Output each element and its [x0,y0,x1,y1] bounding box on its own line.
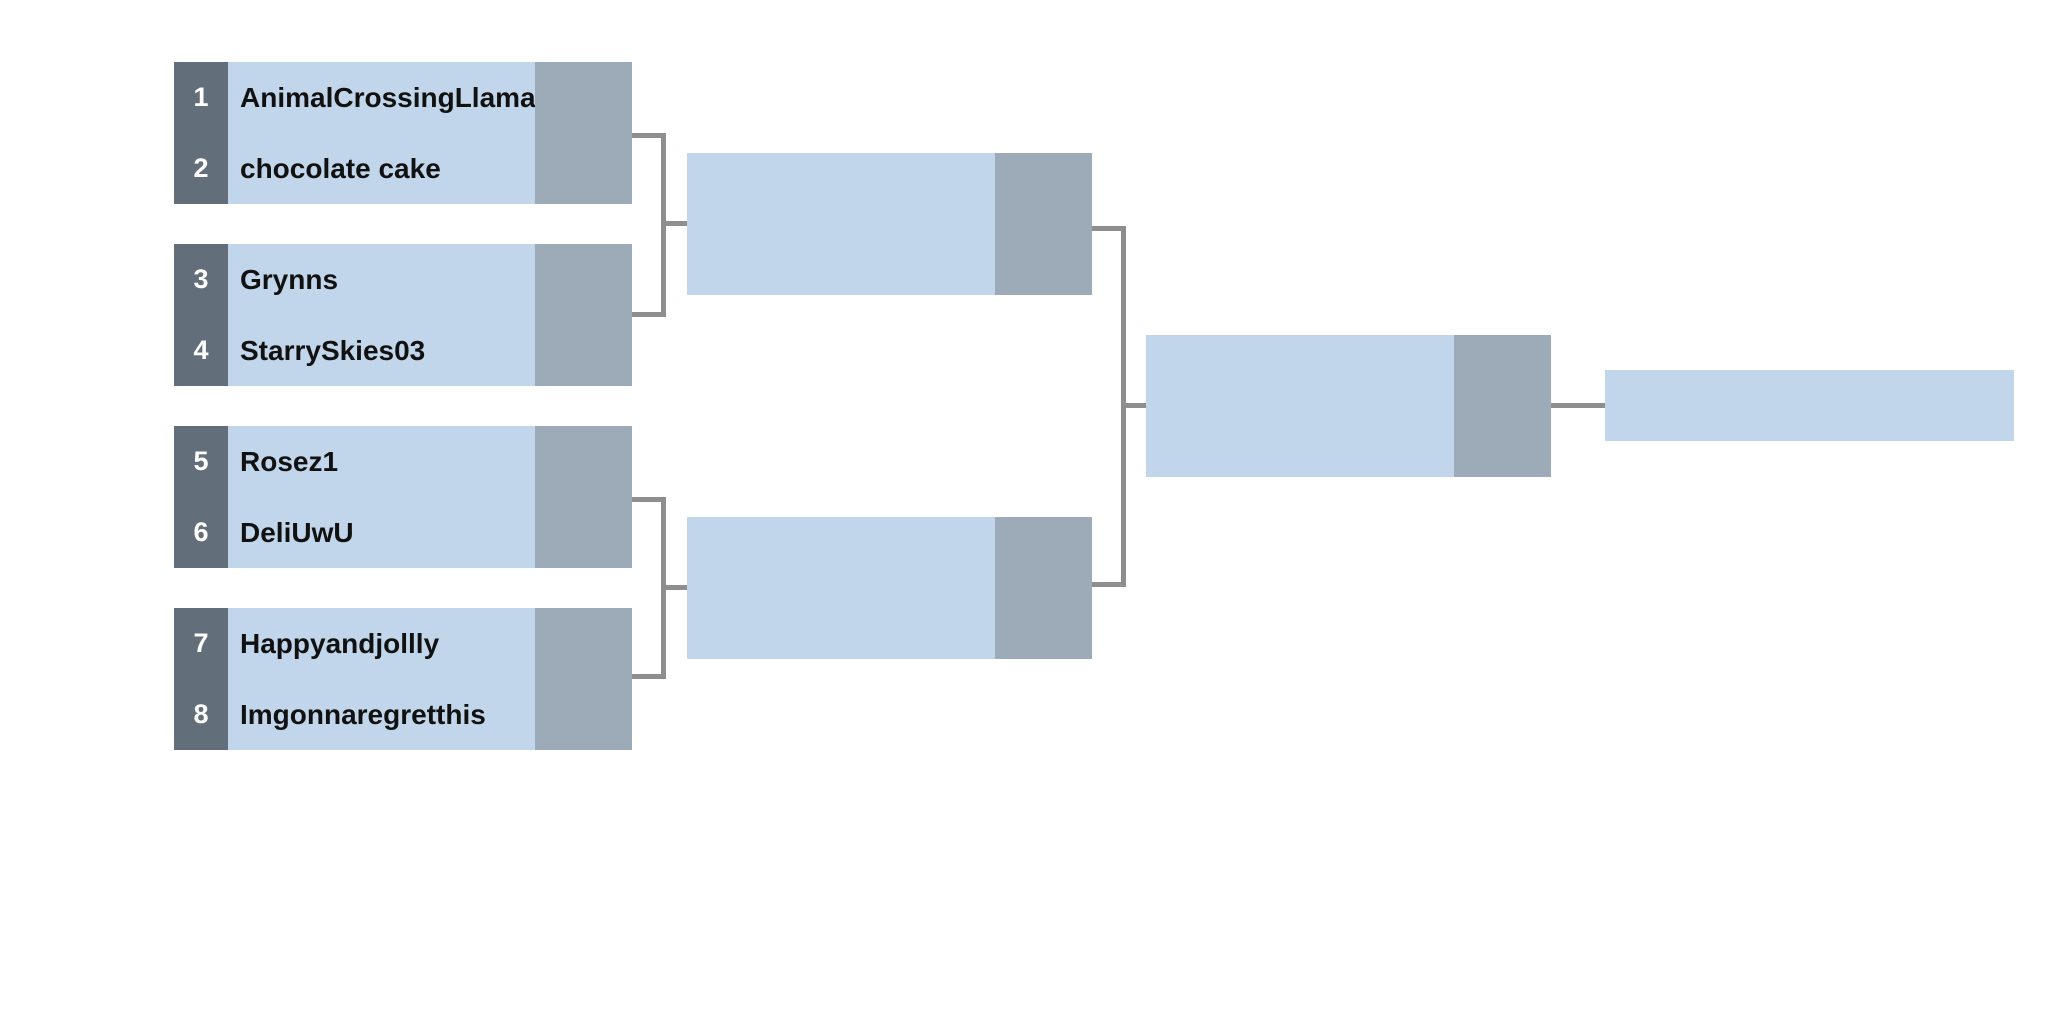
connector-line [661,221,687,226]
connector-line [661,585,687,590]
connector-line [1092,226,1126,231]
score-box [995,153,1092,295]
round1-slot-3[interactable]: 3 Grynns [174,244,632,315]
participant-name: chocolate cake [228,133,535,204]
round1-match-3: 5 Rosez1 6 DeliUwU [174,426,632,568]
round1-slot-5[interactable]: 5 Rosez1 [174,426,632,497]
round1-slot-6[interactable]: 6 DeliUwU [174,497,632,568]
round1-match-1: 1 AnimalCrossingLlama 2 chocolate cake [174,62,632,204]
seed-number: 5 [174,426,228,497]
score-box [535,315,632,386]
participant-name: StarrySkies03 [228,315,535,386]
connector-line [632,133,666,138]
round2-match-2[interactable] [687,517,1092,659]
participant-name: Imgonnaregretthis [228,679,535,750]
score-box [535,244,632,315]
round1-slot-2[interactable]: 2 chocolate cake [174,133,632,204]
seed-number: 6 [174,497,228,568]
connector-line [1121,403,1146,408]
score-box [535,426,632,497]
connector-line [632,497,666,502]
participant-slot-empty [1146,335,1454,477]
participant-name: AnimalCrossingLlama [228,62,535,133]
score-box [535,133,632,204]
seed-number: 7 [174,608,228,679]
round1-match-2: 3 Grynns 4 StarrySkies03 [174,244,632,386]
score-box [535,497,632,568]
round1-match-4: 7 Happyandjollly 8 Imgonnaregretthis [174,608,632,750]
participant-name: Rosez1 [228,426,535,497]
champion-slot[interactable] [1605,370,2014,441]
round1-slot-4[interactable]: 4 StarrySkies03 [174,315,632,386]
round1-slot-8[interactable]: 8 Imgonnaregretthis [174,679,632,750]
score-box [995,517,1092,659]
participant-slot-empty [687,517,995,659]
seed-number: 3 [174,244,228,315]
score-box [1454,335,1551,477]
connector-line [1551,403,1605,408]
participant-name: DeliUwU [228,497,535,568]
round1-slot-1[interactable]: 1 AnimalCrossingLlama [174,62,632,133]
round2-match-1[interactable] [687,153,1092,295]
seed-number: 8 [174,679,228,750]
round1-slot-7[interactable]: 7 Happyandjollly [174,608,632,679]
participant-name: Grynns [228,244,535,315]
connector-line [632,312,666,317]
final-match[interactable] [1146,335,1551,477]
score-box [535,608,632,679]
participant-name: Happyandjollly [228,608,535,679]
score-box [535,679,632,750]
connector-line [632,674,666,679]
seed-number: 1 [174,62,228,133]
connector-line [1092,582,1126,587]
participant-slot-empty [687,153,995,295]
seed-number: 2 [174,133,228,204]
score-box [535,62,632,133]
seed-number: 4 [174,315,228,386]
